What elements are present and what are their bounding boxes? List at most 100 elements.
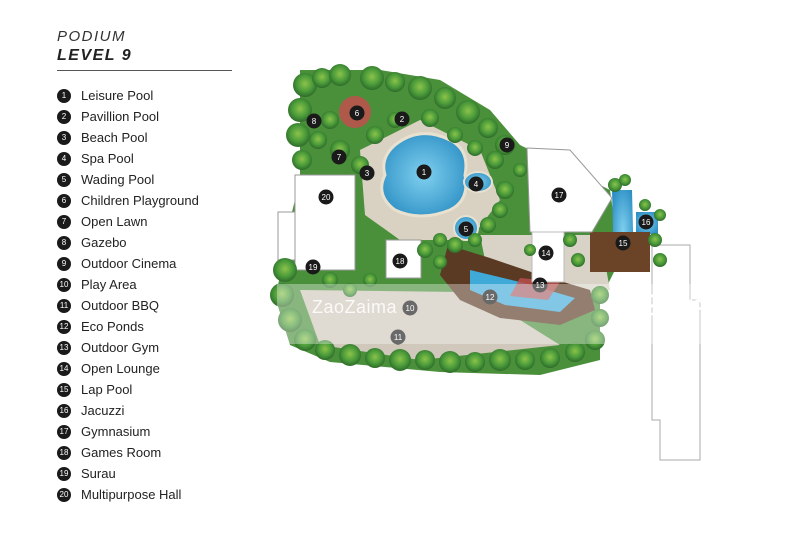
facility-marker-dot xyxy=(615,235,631,251)
tree-canopy xyxy=(591,309,609,327)
legend-label: Eco Ponds xyxy=(81,319,144,334)
legend-number-badge: 11 xyxy=(57,298,71,313)
legend-label: Outdoor Cinema xyxy=(81,256,177,271)
facility-marker-dot xyxy=(402,300,418,316)
tree-canopy xyxy=(591,286,609,304)
tree-canopy xyxy=(433,233,447,247)
facility-marker-number: 6 xyxy=(355,109,360,118)
legend-number-badge: 16 xyxy=(57,403,71,418)
tree-canopy xyxy=(286,123,310,147)
facility-marker-dot xyxy=(390,329,406,345)
tree-canopy xyxy=(486,151,504,169)
facility-marker-number: 12 xyxy=(486,293,495,302)
tree-canopy xyxy=(585,330,605,350)
building-multipurpose-hall xyxy=(277,174,356,271)
legend-number-badge: 18 xyxy=(57,445,71,460)
facility-marker-dot xyxy=(394,111,410,127)
facility-marker-dot xyxy=(458,221,474,237)
facility-marker-dot xyxy=(349,105,365,121)
legend-item: 9 Outdoor Cinema xyxy=(57,253,232,274)
facility-marker: 6 xyxy=(349,105,365,121)
legend-item: 12 Eco Ponds xyxy=(57,316,232,337)
tree-canopy xyxy=(465,352,485,372)
legend-item: 18 Games Room xyxy=(57,442,232,463)
tree-canopy xyxy=(415,350,435,370)
tree-canopy xyxy=(439,351,461,373)
legend-number-badge: 20 xyxy=(57,487,71,502)
legend-label: Leisure Pool xyxy=(81,88,154,103)
paving-area-lower xyxy=(300,290,560,360)
tree-canopy xyxy=(339,344,361,366)
tree-canopy xyxy=(648,233,662,247)
tree-canopy xyxy=(315,340,335,360)
tree-canopy xyxy=(329,64,351,86)
tree-canopy xyxy=(496,181,514,199)
legend-number-badge: 9 xyxy=(57,256,71,271)
tree-canopy xyxy=(489,349,511,371)
tree-canopy xyxy=(343,283,357,297)
tree-canopy xyxy=(366,126,384,144)
legend-label: Lap Pool xyxy=(81,382,133,397)
facility-marker: 12 xyxy=(482,289,498,305)
facility-marker-number: 10 xyxy=(406,304,415,313)
legend-number-badge: 8 xyxy=(57,235,71,250)
tree-canopy xyxy=(653,253,667,267)
facility-marker: 1 xyxy=(416,164,432,180)
facility-marker-dot xyxy=(416,164,432,180)
facility-marker: 19 xyxy=(305,259,321,275)
facility-marker: 9 xyxy=(499,137,515,153)
legend-number-badge: 15 xyxy=(57,382,71,397)
facility-marker: 10 xyxy=(402,300,418,316)
facility-marker-dot xyxy=(538,245,554,261)
tree-canopy xyxy=(492,202,508,218)
facility-marker: 20 xyxy=(318,189,334,205)
tree-canopy xyxy=(292,150,312,170)
tree-canopy xyxy=(421,109,439,127)
facility-marker-dot xyxy=(499,137,515,153)
facility-marker-dot xyxy=(532,277,548,293)
legend-label: Spa Pool xyxy=(81,151,134,166)
facility-marker-number: 17 xyxy=(555,191,564,200)
facility-marker: 18 xyxy=(392,253,408,269)
tree-canopy xyxy=(434,87,456,109)
legend-label: Games Room xyxy=(81,445,162,460)
tree-canopy xyxy=(417,242,433,258)
facility-marker: 2 xyxy=(394,111,410,127)
facility-marker-number: 8 xyxy=(312,117,317,126)
legend-number-badge: 12 xyxy=(57,319,71,334)
legend-label: Gymnasium xyxy=(81,424,151,439)
legend-number-badge: 2 xyxy=(57,109,71,124)
facility-marker-number: 20 xyxy=(322,193,331,202)
propertyguru-logo-icon xyxy=(642,292,668,316)
legend-item: 15 Lap Pool xyxy=(57,379,232,400)
tree-canopy xyxy=(385,72,405,92)
facility-marker-dot xyxy=(638,214,654,230)
facility-marker-number: 16 xyxy=(642,218,651,227)
facility-marker-number: 9 xyxy=(505,141,510,150)
legend-number-badge: 3 xyxy=(57,130,71,145)
tree-canopy xyxy=(273,258,297,282)
tree-canopy xyxy=(363,273,377,287)
facility-marker-dot xyxy=(468,176,484,192)
legend-divider xyxy=(57,70,232,71)
tree-canopy xyxy=(309,131,327,149)
facility-marker-number: 5 xyxy=(464,225,469,234)
tree-canopy xyxy=(478,118,498,138)
facility-marker-dot xyxy=(392,253,408,269)
facility-marker-number: 13 xyxy=(536,281,545,290)
legend-number-badge: 13 xyxy=(57,340,71,355)
tree-canopy xyxy=(270,283,294,307)
facility-marker-number: 15 xyxy=(619,239,628,248)
tree-canopy xyxy=(365,348,385,368)
facility-marker: 11 xyxy=(390,329,406,345)
